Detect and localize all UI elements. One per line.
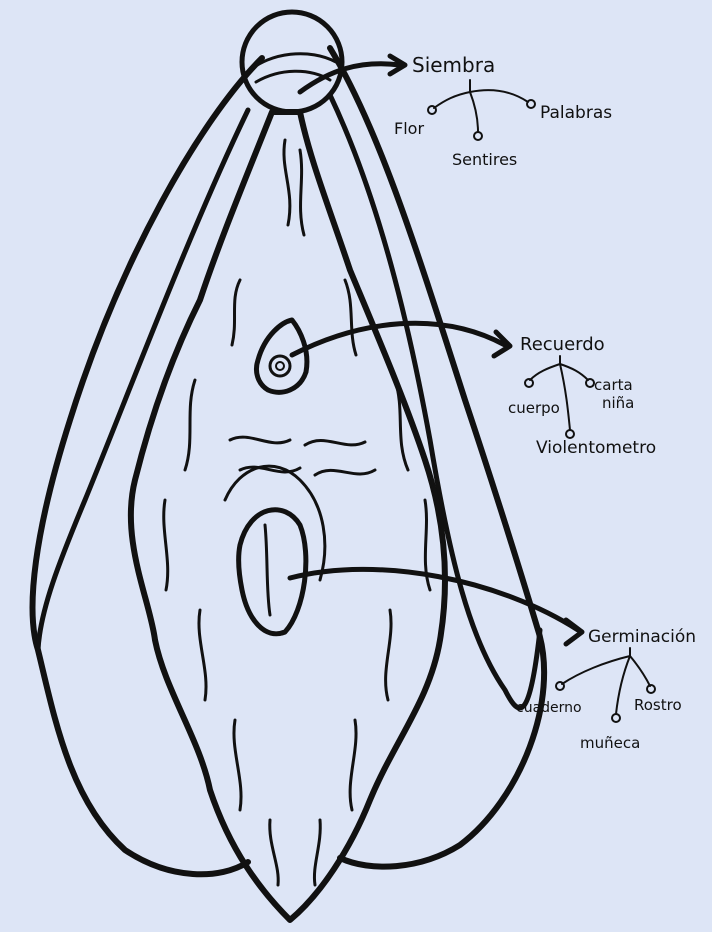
group-recuerdo: Recuerdo cuerpo Violentometro carta niña [508, 334, 656, 458]
left-inner-wall [38, 110, 248, 650]
item-label: Palabras [540, 103, 612, 123]
group-title: Siembra [412, 53, 495, 77]
item-label: niña [602, 394, 634, 412]
group-title: Germinación [588, 627, 696, 647]
item-label: Flor [394, 119, 424, 138]
group-siembra: Siembra Flor Sentires Palabras [394, 53, 612, 169]
arrow-recuerdo [292, 323, 505, 355]
item-label: carta [594, 376, 633, 394]
middle-eye-pupil [270, 356, 290, 376]
lower-opening-inner [265, 525, 270, 615]
inner-body-outline [131, 112, 445, 920]
arrowhead-germinacion [566, 620, 582, 644]
item-label: Violentometro [536, 438, 656, 458]
group-title: Recuerdo [520, 334, 605, 355]
item-label: Sentires [452, 150, 517, 169]
item-label: cuaderno [516, 700, 582, 716]
item-label: muñeca [580, 734, 640, 752]
item-label: cuerpo [508, 399, 560, 417]
left-lobe-outline [33, 58, 262, 874]
siembra-branches [428, 80, 535, 140]
illustration [33, 12, 582, 920]
item-label: Rostro [634, 696, 682, 714]
recuerdo-branches [525, 356, 594, 438]
lower-opening-outer [239, 510, 306, 634]
middle-eye-core [276, 362, 284, 370]
